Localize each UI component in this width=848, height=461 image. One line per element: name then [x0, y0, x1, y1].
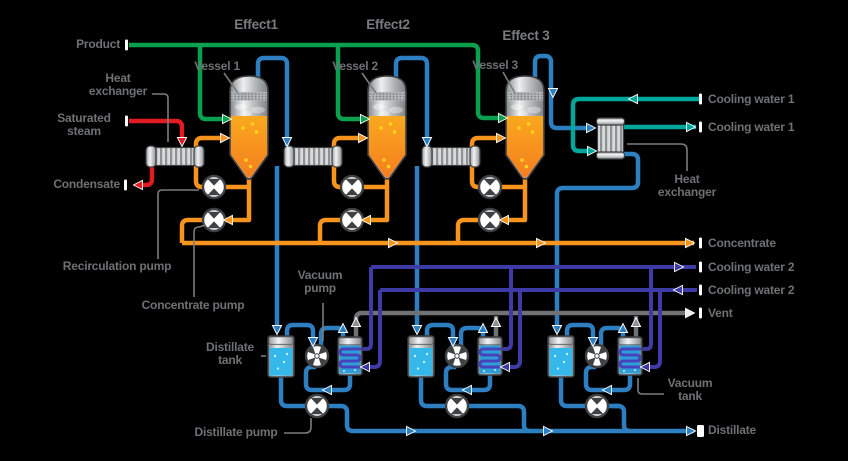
effect-1-title: Effect1	[234, 17, 278, 32]
cooling-water-2-in-label: Cooling water 2	[708, 283, 795, 297]
effect-1-unit	[146, 76, 268, 243]
vacuum-pump-label: Vacuum pump	[297, 268, 343, 296]
steam-pipes	[129, 118, 185, 188]
vessel-2-label: Vessel 2	[332, 59, 378, 73]
cooling-water-2-out-label: Cooling water 2	[708, 260, 795, 274]
cooling-water-2-headers	[371, 265, 697, 292]
effect-3-title: Effect 3	[502, 28, 550, 43]
cooling-water-1-out-label: Cooling water 1	[708, 120, 795, 134]
pipes-layer	[129, 42, 699, 434]
product-label: Product	[76, 37, 120, 51]
heat-exchanger-right-label: Heat exchanger	[657, 172, 717, 200]
distillate-label: Distillate	[708, 423, 757, 437]
concentrate-label: Concentrate	[708, 236, 776, 250]
product-pipes	[129, 42, 502, 122]
vent-label: Vent	[708, 306, 733, 320]
vent-header	[353, 310, 692, 320]
vacuum-tank-label: Vacuum tank	[667, 376, 713, 404]
vessel-1-label: Vessel 1	[194, 59, 240, 73]
vessel-3-label: Vessel 3	[472, 58, 518, 72]
condensate-label: Condensate	[53, 177, 120, 191]
effect-2-unit	[284, 76, 406, 243]
heat-exchanger-left-label: Heat exchanger	[88, 71, 148, 99]
label-ticks	[124, 39, 704, 437]
vapor-pipes	[255, 53, 694, 434]
recirculation-pump-label: Recirculation pump	[62, 259, 172, 273]
distillate-pump-label: Distillate pump	[194, 425, 278, 439]
concentrate-pump-label: Concentrate pump	[141, 298, 245, 312]
effect-2-title: Effect2	[366, 17, 410, 32]
callout-lines	[152, 71, 688, 434]
distillate-tank-label: Distillate tank	[205, 340, 255, 368]
cooling-water-1-in-label: Cooling water 1	[708, 92, 795, 106]
cooling-water-1-pipes	[570, 96, 699, 154]
effect-3-unit	[422, 76, 544, 243]
condenser-heat-exchanger	[595, 117, 626, 160]
saturated-steam-label: Saturated steam	[57, 111, 111, 139]
